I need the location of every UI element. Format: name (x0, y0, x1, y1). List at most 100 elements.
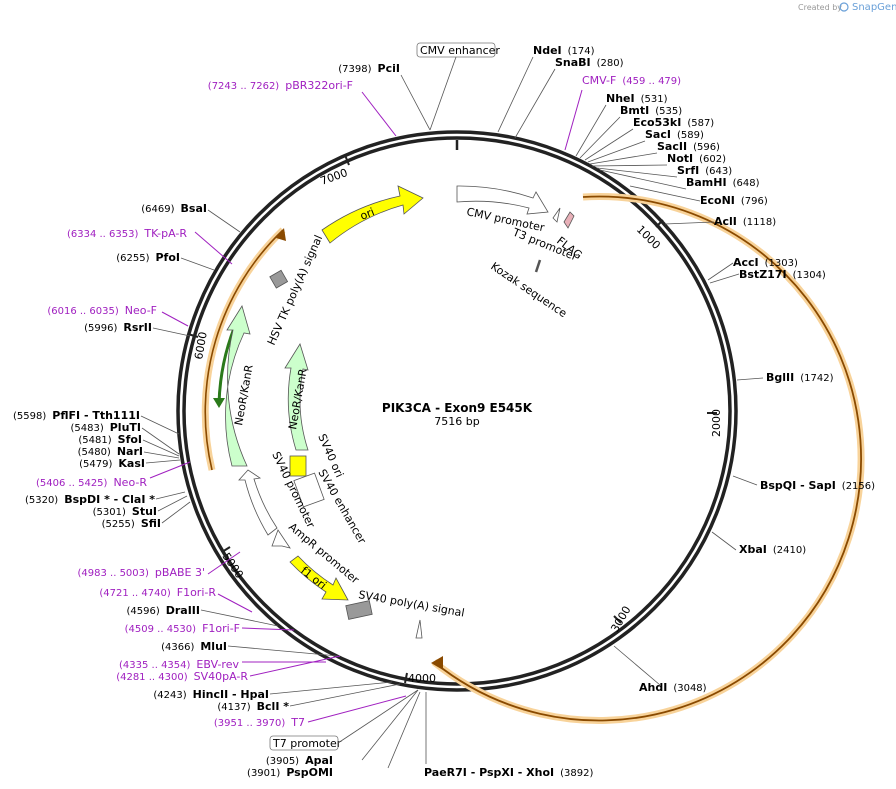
site-label-21[interactable]: (4137)BclI * (217, 700, 289, 713)
sv40-ori-box (289, 455, 307, 477)
site-leader-line (227, 645, 339, 657)
site-leader-line (587, 140, 646, 163)
primer-label-7[interactable]: (4509 .. 4530)F1ori-F (125, 622, 240, 635)
site-label-3[interactable]: BmtI(535) (620, 104, 682, 117)
site-leader-line (584, 128, 634, 161)
site-label-27[interactable]: (5320)BspDI * - ClaI * (25, 493, 155, 506)
site-label-4[interactable]: Eco53kI(587) (633, 116, 714, 129)
site-leader-line (400, 74, 431, 131)
feature-ori-label: ori (358, 205, 376, 222)
tick-4000 (404, 672, 408, 684)
primer-leader-line (207, 551, 241, 575)
site-leader-line (269, 681, 393, 695)
site-label-26[interactable]: (5301)StuI (93, 505, 157, 518)
site-label-36[interactable]: (7398)PciI (338, 62, 400, 75)
site-label-1[interactable]: SnaBI(280) (555, 56, 624, 69)
site-leader-line (613, 645, 661, 686)
insert-arc-head (431, 656, 443, 670)
site-leader-line (200, 609, 279, 627)
site-label-13[interactable]: BstZ17I(1304) (739, 268, 826, 281)
site-leader-line (143, 451, 180, 459)
left-arc-head (276, 228, 286, 241)
site-label-10[interactable]: EcoNI(796) (700, 194, 768, 207)
primer-label-5[interactable]: (4983 .. 5003)pBABE 3' (78, 566, 206, 579)
site-label-18[interactable]: PaeR7I - PspXI - XhoI(3892) (424, 766, 594, 779)
sv40-enhancer-box (293, 472, 325, 508)
site-leader-line (142, 439, 180, 457)
primer-leader-line (149, 461, 191, 479)
tick-label-6000: 6000 (192, 331, 210, 361)
site-label-15[interactable]: BspQI - SapI(2156) (760, 479, 875, 492)
t7-promoter-mark (415, 619, 423, 639)
f1-ori-arrow (289, 555, 349, 601)
site-label-9[interactable]: BamHI(648) (686, 176, 760, 189)
flag-box (563, 211, 575, 229)
primer-leader-line (564, 89, 583, 151)
primer-label-8[interactable]: (4335 .. 4354)EBV-rev (119, 658, 239, 671)
site-leader-line (141, 427, 180, 455)
site-label-33[interactable]: (5996)RsrII (84, 321, 152, 334)
primer-label-0[interactable]: CMV-F(459 .. 479) (582, 74, 681, 87)
neo-inner-arc-head (213, 398, 225, 408)
tick-label-4000: 4000 (408, 672, 436, 685)
feature-neor-label-1: NeoR/KanR (232, 363, 256, 426)
site-label-34[interactable]: (6255)PfoI (116, 251, 180, 264)
site-label-6[interactable]: SacII(596) (657, 140, 720, 153)
primer-label-9[interactable]: (4281 .. 4300)SV40pA-R (116, 670, 248, 683)
snapgene-logo-icon (839, 2, 849, 12)
cmv-enhancer-label: CMV enhancer (420, 44, 500, 57)
feature-kozak-label: Kozak sequence (488, 260, 569, 321)
feature-sv40-polya-label: SV40 poly(A) signal (357, 588, 465, 619)
site-label-14[interactable]: BglII(1742) (766, 371, 834, 384)
site-leader-line (387, 691, 421, 769)
site-label-24[interactable]: (4596)DraIII (126, 604, 200, 617)
tick-label-2000: 2000 (710, 409, 723, 437)
site-label-30[interactable]: (5481)SfoI (78, 433, 142, 446)
site-label-31[interactable]: (5483)PluTI (70, 421, 141, 434)
site-label-12[interactable]: AccI(1303) (733, 256, 798, 269)
site-leader-line (145, 459, 181, 464)
site-label-25[interactable]: (5255)SfiI (102, 517, 161, 530)
site-label-16[interactable]: XbaI(2410) (739, 543, 806, 556)
site-leader-line (361, 689, 419, 761)
site-label-5[interactable]: SacI(589) (645, 128, 704, 141)
site-leader-line (161, 501, 191, 524)
site-label-19[interactable]: (3901)PspOMI (247, 766, 333, 779)
leader-lines (140, 56, 764, 769)
site-labels: NdeI(174)SnaBI(280) CMV-F(459 .. 479) NheI… (13, 44, 875, 779)
site-label-2[interactable]: NheI(531) (606, 92, 668, 105)
site-leader-line (180, 257, 215, 271)
site-label-11[interactable]: AclI(1118) (714, 215, 776, 228)
site-leader-line (140, 415, 180, 435)
backbone-outer (176, 130, 738, 692)
site-label-22[interactable]: (4243)HincII - HpaI (153, 688, 269, 701)
brand-created-by: Created by (798, 3, 842, 12)
site-label-35[interactable]: (6469)BsaI (141, 202, 207, 215)
primer-leader-line (217, 593, 253, 613)
site-leader-line (709, 273, 740, 284)
tick-6000 (187, 333, 199, 338)
primer-label-3[interactable]: (6016 .. 6035)Neo-F (47, 304, 157, 317)
site-label-7[interactable]: NotI(602) (667, 152, 726, 165)
primer-label-2[interactable]: (6334 .. 6353)TK-pA-R (67, 227, 187, 240)
site-leader-line (207, 209, 241, 233)
primer-label-1[interactable]: (7243 .. 7262)pBR322ori-F (208, 79, 353, 92)
feature-hsv-tk-label: HSV TK poly(A) signal (265, 233, 325, 347)
primer-leader-line (161, 311, 189, 327)
site-label-28[interactable]: (5479)KasI (79, 457, 145, 470)
site-leader-line (289, 683, 401, 707)
primer-label-4[interactable]: (5406 .. 5425)Neo-R (36, 476, 147, 489)
t7-promoter-label: T7 promoter (272, 737, 342, 750)
site-label-23[interactable]: (4366)MluI (161, 640, 227, 653)
site-label-17[interactable]: AhdI(3048) (639, 681, 707, 694)
site-label-20[interactable]: (3905)ApaI (266, 754, 333, 767)
primer-label-6[interactable]: (4721 .. 4740)F1ori-R (99, 586, 216, 599)
site-leader-line (629, 185, 701, 202)
site-label-0[interactable]: NdeI(174) (533, 44, 595, 57)
site-leader-line (596, 167, 678, 178)
primer-label-10[interactable]: (3951 .. 3970)T7 (214, 716, 305, 729)
site-label-8[interactable]: SrfI(643) (677, 164, 732, 177)
site-label-32[interactable]: (5598)PflFI - Tth111I (13, 409, 140, 422)
neor-outer-arrow (225, 305, 251, 467)
site-label-29[interactable]: (5480)NarI (78, 445, 143, 458)
